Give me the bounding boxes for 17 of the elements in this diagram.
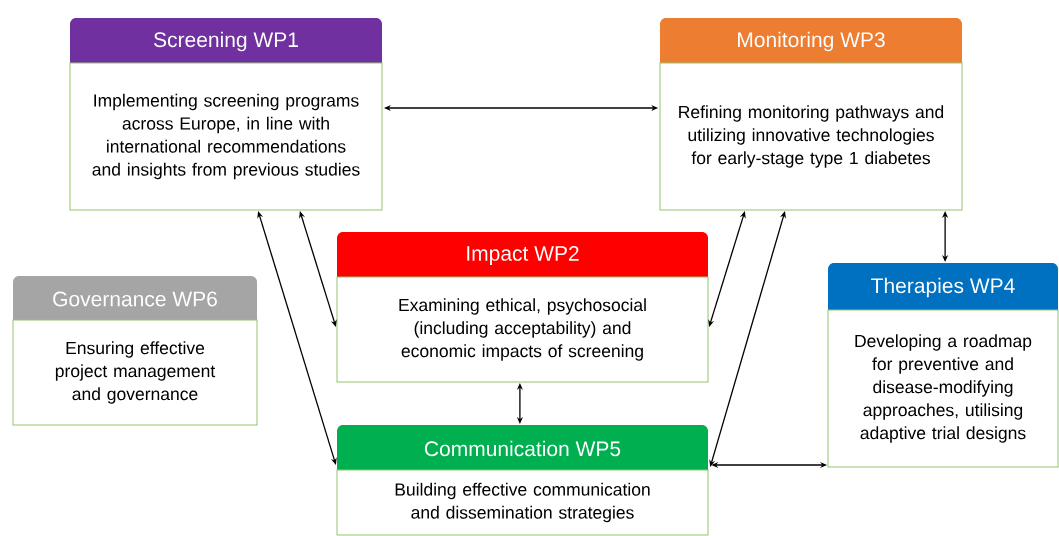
header-bar: Impact WP2	[337, 232, 708, 277]
description-box: Examining ethical, psychosocial (including acceptability) and economic impacts of screening	[336, 276, 709, 383]
header-bar: Governance WP6	[13, 276, 257, 320]
header-bar: Monitoring WP3	[660, 18, 962, 63]
arrow	[299, 211, 337, 327]
header-bar: Screening WP1	[70, 18, 382, 63]
header-bar: Communication WP5	[337, 425, 708, 470]
description-box: Developing a roadmap for preventive and disease-modifying approaches, utilising adaptive trial designs	[827, 309, 1059, 468]
description-box: Refining monitoring pathways and utilizing innovative technologies for early-stage type 1 diabetes	[659, 62, 963, 211]
arrow	[709, 211, 786, 467]
description-box: Implementing screening programs across Europe, in line with international recommendations and insights from previous studies	[69, 62, 383, 211]
header-bar: Therapies WP4	[828, 263, 1058, 310]
description-box: Ensuring effective project management and governance	[12, 319, 258, 426]
arrow	[708, 211, 746, 327]
description-box: Building effective communication and dissemination strategies	[336, 469, 709, 536]
arrow	[942, 211, 949, 262]
arrow	[257, 211, 337, 465]
